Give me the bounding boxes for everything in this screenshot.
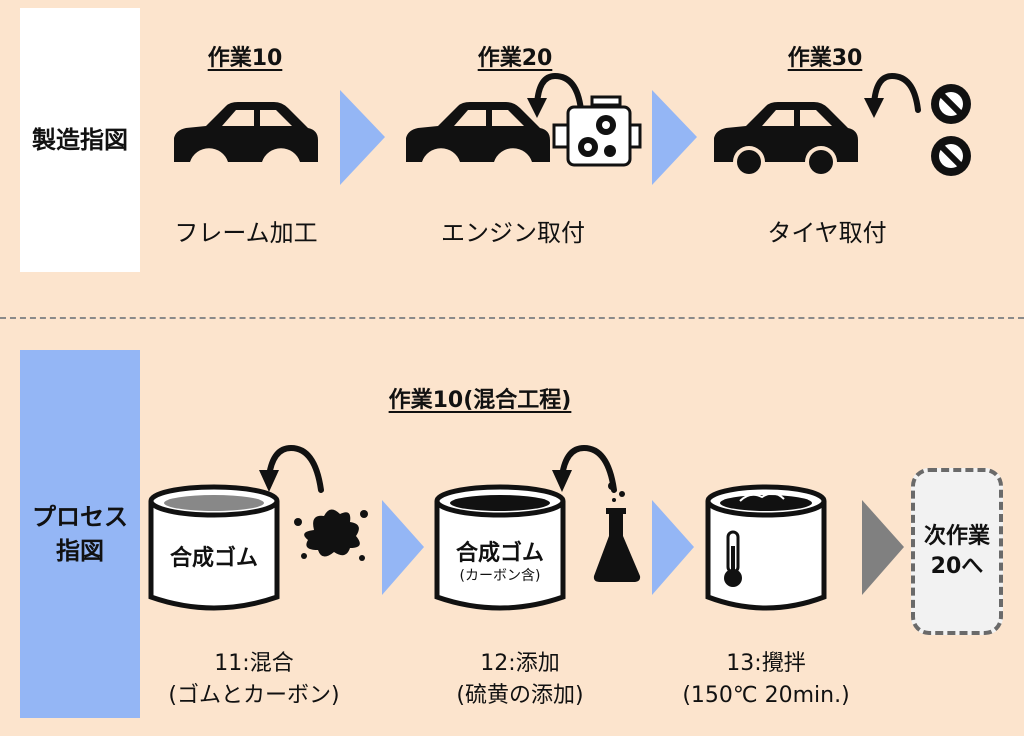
next-task-box: 次作業 20へ [911,468,1003,635]
drum-container [148,484,280,611]
flask-icon [593,482,641,582]
car-with-tires-icon [714,102,858,178]
engine-icon [552,95,642,167]
task-20-label: 作業20 [477,46,553,71]
drum-container [434,484,566,611]
drum-2-sublabel: (カーボン含) [459,568,541,584]
tire-icon [931,84,971,176]
step-11-label: 11:混合 (ゴムとカーボン) [168,651,340,708]
flow-arrow [652,90,697,185]
flow-arrow [382,500,424,595]
step-13-label: 13:攪拌 (150℃ 20min.) [682,651,850,708]
flow-arrow [340,90,385,185]
next-task-label: 次作業 20へ [923,523,990,579]
thermometer-icon [724,530,742,587]
section-divider [0,317,1024,319]
task-10-label: 作業10 [207,46,283,71]
curved-arrow-icon [527,72,584,118]
task-30-label: 作業30 [787,46,863,71]
curved-arrow-icon [259,444,324,493]
manufacturing-side-label: 製造指図 [32,126,128,154]
car-frame-icon [406,102,550,162]
step-caption-frame: フレーム加工 [174,219,318,247]
process-side-label: プロセス 指図 [32,503,128,565]
carbon-splash-icon [294,509,368,561]
step-caption-engine: エンジン取付 [441,219,585,247]
step-12-label: 12:添加 (硫黄の添加) [456,651,584,708]
process-title: 作業10(混合工程) [388,388,572,413]
drum-1-label: 合成ゴム [169,546,258,571]
process-side-panel: プロセス 指図 [20,350,140,718]
step-caption-tire: タイヤ取付 [767,219,887,247]
car-frame-icon [174,102,318,162]
curved-arrow-icon [552,444,617,493]
drum-2-label: 合成ゴム [455,541,544,566]
curved-arrow-icon [864,72,921,118]
flow-arrow-gray [862,500,904,595]
flow-arrow [652,500,694,595]
manufacturing-side-panel: 製造指図 [20,8,140,272]
